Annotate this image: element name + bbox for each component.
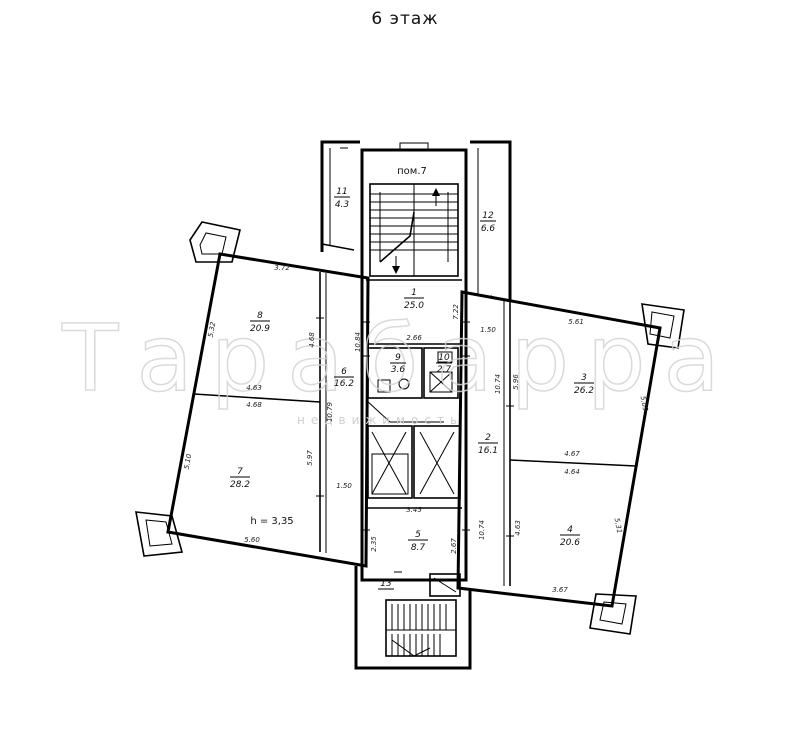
room-13-label: 13 [378, 579, 394, 590]
dim-label: 2.35 [370, 536, 378, 552]
dim-label: 5.97 [306, 450, 314, 466]
svg-text:5: 5 [415, 530, 421, 540]
dim-label: 3.72 [274, 264, 290, 272]
room-11-label: 11 4.3 [334, 187, 350, 210]
room-2-label: 2 16.1 [478, 433, 498, 456]
svg-text:25.0: 25.0 [404, 301, 424, 311]
room-5-label: 5 8.7 [408, 530, 428, 553]
svg-text:13: 13 [380, 579, 392, 589]
dim-label: 7.22 [452, 304, 460, 320]
svg-text:20.9: 20.9 [250, 324, 270, 334]
dim-label: 5.32 [207, 321, 218, 338]
svg-text:16.2: 16.2 [334, 379, 354, 389]
watermark: Тарабарра недвижимость [60, 304, 738, 427]
dim-label: 4.67 [564, 450, 580, 458]
svg-text:3.6: 3.6 [391, 365, 406, 375]
room-6-label: 6 16.2 [334, 367, 354, 389]
svg-text:4.3: 4.3 [335, 200, 350, 210]
stair-room-label: пом.7 [397, 166, 427, 177]
svg-text:10: 10 [438, 353, 450, 363]
dim-label: 10.79 [326, 401, 334, 422]
corner-columns [135, 221, 685, 635]
dim-label: 3.45 [406, 506, 422, 514]
dim-label: 4.68 [246, 401, 262, 409]
svg-text:3: 3 [581, 373, 587, 383]
room-8-label: 8 20.9 [250, 311, 270, 334]
dim-label: 10.74 [478, 520, 486, 540]
room-1-label: 1 25.0 [404, 288, 424, 311]
ceiling-height: h = 3,35 [250, 516, 293, 527]
room-12-label: 12 6.6 [480, 211, 496, 234]
room-4-label: 4 20.6 [560, 525, 580, 548]
svg-text:6: 6 [341, 367, 347, 377]
dimension-labels: 3.72 5.32 4.63 4.68 5.10 5.60 5.97 1.50 … [183, 264, 650, 594]
building-walls [135, 140, 685, 670]
svg-text:8.7: 8.7 [411, 543, 426, 553]
dim-label: 1.50 [336, 482, 352, 490]
svg-text:28.2: 28.2 [230, 480, 250, 490]
dim-label: 4.68 [308, 332, 316, 348]
dim-label: 4.63 [514, 520, 522, 536]
svg-text:7: 7 [237, 467, 243, 477]
svg-text:2: 2 [485, 433, 491, 443]
svg-text:4: 4 [567, 525, 573, 535]
floor-title: 6 этаж [371, 9, 438, 29]
room-9-label: 9 3.6 [390, 353, 406, 375]
partitions [193, 148, 637, 657]
svg-text:8: 8 [257, 311, 263, 321]
room-7-label: 7 28.2 [230, 467, 250, 490]
svg-text:26.2: 26.2 [574, 386, 594, 396]
dim-label: 1.50 [480, 326, 496, 334]
dim-label: 5.96 [512, 374, 520, 390]
svg-text:6.6: 6.6 [481, 224, 496, 234]
dim-label: 2.66 [406, 334, 422, 342]
dim-label: 10.74 [494, 374, 502, 394]
dim-label: 5.60 [244, 536, 260, 544]
watermark-sub: недвижимость [297, 413, 463, 427]
svg-text:11: 11 [336, 187, 347, 197]
dim-label: 10.84 [354, 332, 362, 352]
room-3-label: 3 26.2 [574, 373, 594, 396]
watermark-brand: Тарабарра [61, 305, 738, 412]
room-labels: 1 25.0 2 16.1 3 26.2 4 20.6 5 8.7 6 16.2 [230, 187, 594, 590]
dimension-ticks [316, 147, 514, 573]
dim-label: 5.31 [613, 517, 624, 534]
svg-text:9: 9 [395, 353, 401, 363]
svg-text:12: 12 [482, 211, 494, 221]
dim-label: 4.63 [246, 384, 262, 392]
dim-label: 5.10 [183, 453, 194, 470]
svg-text:2.7: 2.7 [437, 365, 452, 375]
svg-text:16.1: 16.1 [478, 446, 498, 456]
dim-label: 5.09 [639, 395, 650, 412]
dim-label: 5.61 [568, 318, 584, 326]
svg-text:20.6: 20.6 [560, 538, 580, 548]
room-10-label: 10 2.7 [436, 353, 452, 375]
svg-text:1: 1 [411, 288, 417, 298]
dim-label: 2.67 [450, 538, 458, 554]
dim-label: 3.67 [552, 586, 568, 594]
dim-label: 4.64 [564, 468, 580, 476]
